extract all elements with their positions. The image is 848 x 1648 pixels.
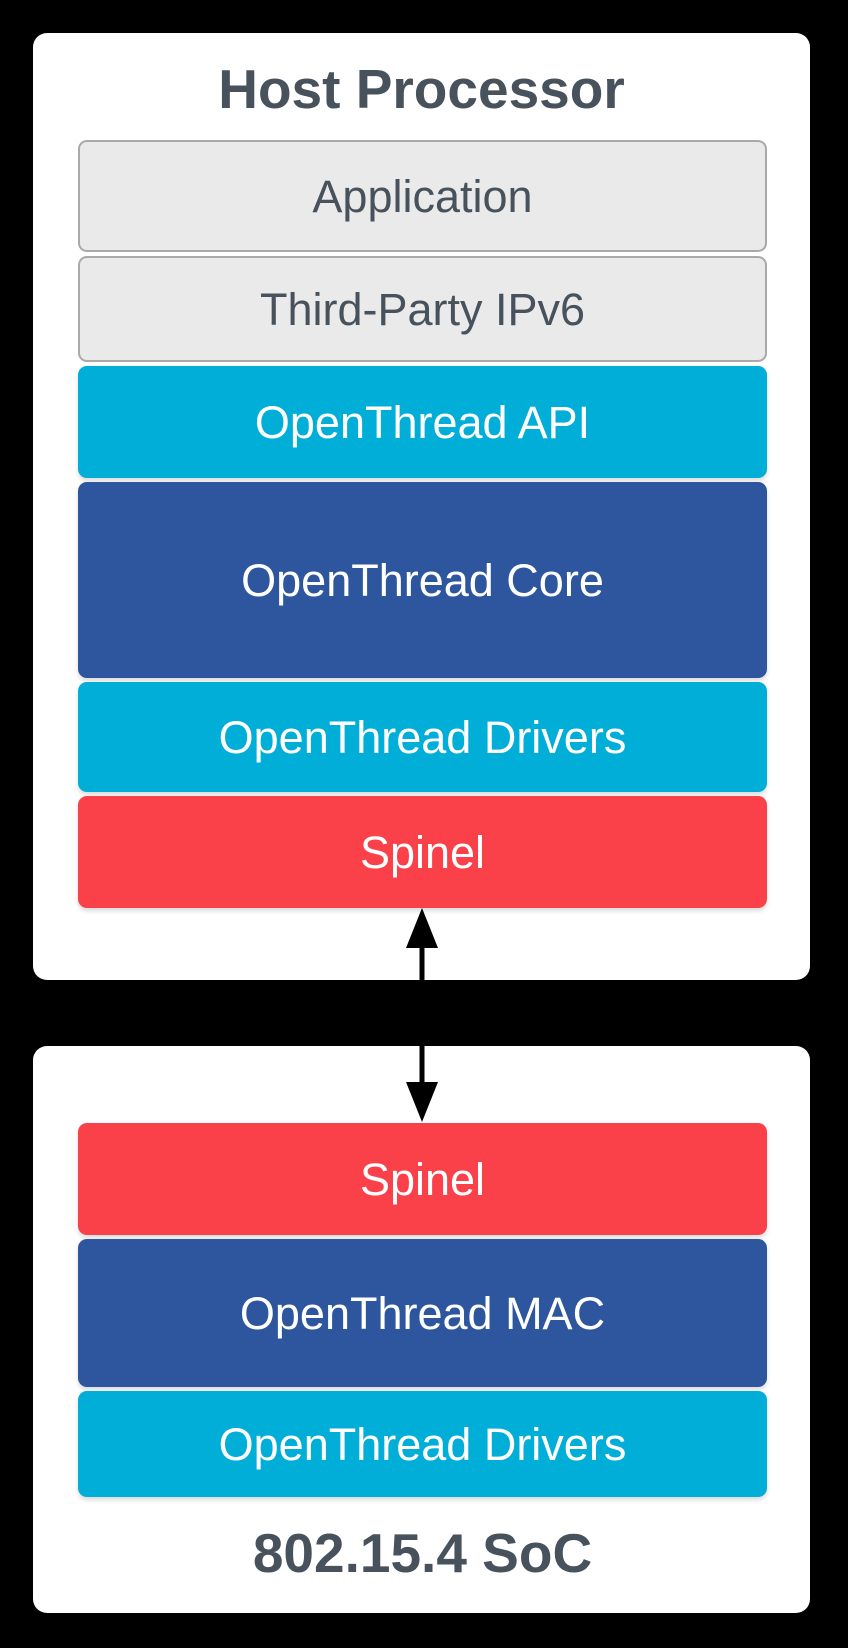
layer-openthread-drivers-soc: OpenThread Drivers bbox=[78, 1391, 767, 1497]
host-processor-layer-stack: Application Third-Party IPv6 OpenThread … bbox=[78, 140, 767, 912]
layer-openthread-mac: OpenThread MAC bbox=[78, 1239, 767, 1387]
host-processor-card: Host Processor Application Third-Party I… bbox=[33, 33, 810, 980]
layer-spinel-host: Spinel bbox=[78, 796, 767, 908]
host-processor-title: Host Processor bbox=[218, 58, 625, 120]
layer-openthread-core: OpenThread Core bbox=[78, 482, 767, 678]
layer-application: Application bbox=[78, 140, 767, 252]
layer-openthread-api: OpenThread API bbox=[78, 366, 767, 478]
soc-title: 802.15.4 SoC bbox=[252, 1522, 593, 1584]
soc-layer-stack: Spinel OpenThread MAC OpenThread Drivers… bbox=[78, 1123, 767, 1581]
layer-third-party-ipv6: Third-Party IPv6 bbox=[78, 256, 767, 362]
layer-openthread-drivers-host: OpenThread Drivers bbox=[78, 682, 767, 792]
soc-card: Spinel OpenThread MAC OpenThread Drivers… bbox=[33, 1046, 810, 1613]
layer-spinel-soc: Spinel bbox=[78, 1123, 767, 1235]
